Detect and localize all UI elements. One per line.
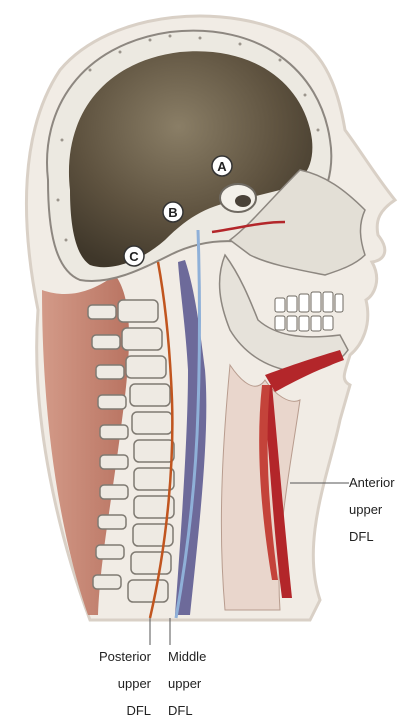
- anterior-upper-dfl-label: Anterior upper DFL: [349, 469, 395, 550]
- marker-a: A: [212, 156, 232, 176]
- posterior-upper-dfl-label: Posterior upper DFL: [79, 643, 151, 719]
- svg-text:C: C: [129, 249, 139, 264]
- middle-upper-dfl-label: Middle upper DFL: [168, 643, 206, 719]
- svg-text:A: A: [217, 159, 227, 174]
- svg-text:B: B: [168, 205, 177, 220]
- marker-c: C: [124, 246, 144, 266]
- marker-b: B: [163, 202, 183, 222]
